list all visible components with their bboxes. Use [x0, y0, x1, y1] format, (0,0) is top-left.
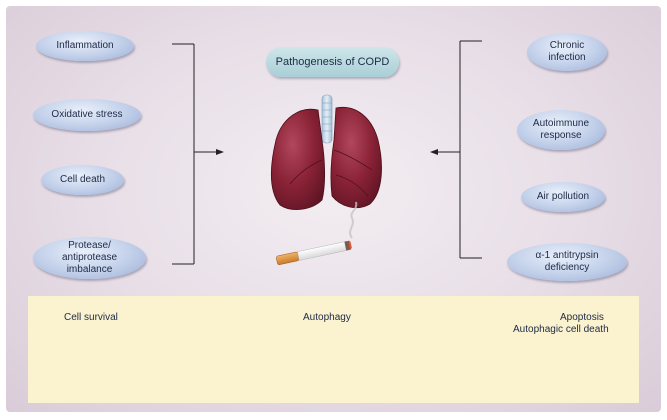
left-bracket: [172, 43, 220, 265]
label-autophagy: Autophagy: [303, 312, 351, 323]
lungs-illustration: [270, 94, 382, 210]
right-bracket: [434, 40, 482, 259]
left-arrow-head: [216, 149, 224, 155]
diagram-title: Pathogenesis of COPD: [266, 47, 399, 77]
label-autophagic-cell-death: Autophagic cell death: [513, 324, 609, 335]
factor-alpha1-antitrypsin-deficiency: α-1 antitrypsin deficiency: [507, 243, 627, 281]
factor-protease-imbalance: Protease/ antiprotease imbalance: [33, 237, 146, 279]
cigarette-illustration: [276, 201, 358, 265]
balance-panel: [28, 296, 639, 403]
label-apoptosis: Apoptosis: [560, 312, 604, 323]
right-arrow-head: [430, 149, 438, 155]
factor-autoimmune-response: Autoimmune response: [517, 110, 605, 150]
label-cell-survival: Cell survival: [64, 312, 118, 323]
factor-oxidative-stress: Oxidative stress: [33, 99, 141, 131]
factor-inflammation: Inflammation: [36, 31, 134, 61]
factor-chronic-infection: Chronic infection: [527, 33, 607, 71]
factor-cell-death: Cell death: [41, 165, 124, 195]
factor-air-pollution: Air pollution: [521, 182, 605, 212]
